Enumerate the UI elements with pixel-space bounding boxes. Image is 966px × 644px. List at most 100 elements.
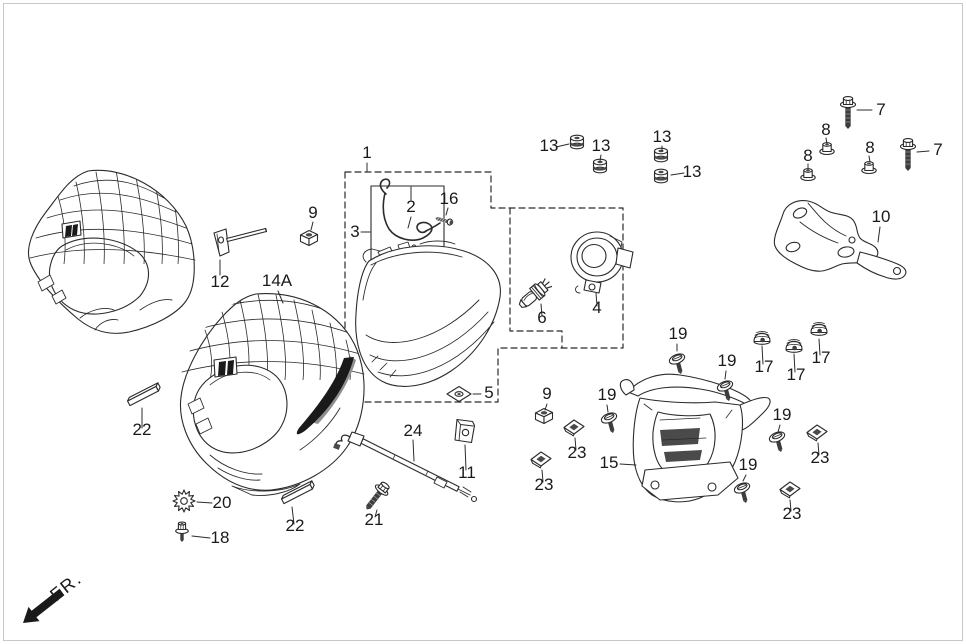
part-callout-19: 19 xyxy=(669,324,688,343)
headlight-unit xyxy=(355,240,501,387)
part-callout-11: 11 xyxy=(458,463,476,482)
headlight-cowl-left xyxy=(28,169,196,334)
part-19-screw xyxy=(599,410,619,435)
part-13-grommet xyxy=(653,147,669,163)
part-23-clipnut xyxy=(530,451,552,469)
leader-line xyxy=(742,474,747,482)
leader-line xyxy=(310,221,314,231)
part-callout-23: 23 xyxy=(535,475,554,494)
part-18-bolt xyxy=(175,521,189,543)
leader-line xyxy=(374,509,378,518)
part-19-screw xyxy=(667,351,687,376)
part-24-adjuster-rod xyxy=(333,431,478,503)
part-9-clip xyxy=(299,229,319,247)
part-23-clipnut xyxy=(806,424,828,442)
part-7-bolt xyxy=(899,138,917,172)
frame-border xyxy=(3,3,963,641)
part-6-bulb xyxy=(518,278,553,308)
part-19-screw xyxy=(767,429,787,454)
part-callout-19: 19 xyxy=(598,385,617,404)
part-callout-13: 13 xyxy=(592,136,611,155)
part-12-bracket xyxy=(213,227,268,257)
part-callout-17: 17 xyxy=(812,348,831,367)
part-callout-23: 23 xyxy=(568,443,587,462)
part-callout-9: 9 xyxy=(542,384,551,403)
leader-line xyxy=(191,535,211,539)
leader-line xyxy=(777,424,781,433)
part-callout-13: 13 xyxy=(540,136,559,155)
part-callout-17: 17 xyxy=(787,365,806,384)
part-callout-18: 18 xyxy=(211,528,230,547)
leader-line xyxy=(540,303,543,317)
leader-line xyxy=(541,469,544,483)
part-callout-15: 15 xyxy=(600,453,619,472)
part-callout-1: 1 xyxy=(362,143,371,162)
part-callout-19: 19 xyxy=(773,405,792,424)
leader-line xyxy=(789,499,792,512)
part-19-screw xyxy=(732,480,752,505)
part-10-bracket xyxy=(773,200,907,280)
leader-line xyxy=(818,338,821,356)
part-callout-10: 10 xyxy=(872,207,891,226)
part-8-nut xyxy=(861,161,877,175)
part-callout-12: 12 xyxy=(211,272,230,291)
part-21-bolt xyxy=(360,478,393,515)
leader-line xyxy=(724,370,727,380)
part-callout-9: 9 xyxy=(308,203,317,222)
part-callout-23: 23 xyxy=(783,504,802,523)
part-callout-19: 19 xyxy=(739,455,758,474)
leader-line xyxy=(445,207,449,216)
leader-line xyxy=(595,292,598,307)
part-17-cap xyxy=(753,331,771,345)
leader-line xyxy=(574,437,577,451)
leader-line xyxy=(412,439,415,462)
headlight-cowl-14A xyxy=(179,293,365,496)
leader-line xyxy=(817,442,820,456)
part-callout-13: 13 xyxy=(653,127,672,146)
fr-direction-indicator: FR. xyxy=(23,568,86,623)
part-callout-7: 7 xyxy=(876,100,885,119)
part-callout-4: 4 xyxy=(592,298,601,317)
leader-line xyxy=(877,226,881,243)
leader-line xyxy=(868,155,871,163)
part1-group-outline xyxy=(344,171,624,403)
leader-line xyxy=(555,143,570,148)
part-callout-22: 22 xyxy=(133,420,152,439)
part-callout-7: 7 xyxy=(933,140,942,159)
part-11-clip xyxy=(454,418,476,444)
leader-line xyxy=(793,353,796,373)
part-22-strip xyxy=(125,382,162,407)
wiring-harness xyxy=(379,178,441,241)
part-20-washer xyxy=(172,489,196,513)
leader-line xyxy=(277,290,284,304)
leader-line xyxy=(619,463,637,466)
part-13-grommet xyxy=(653,168,669,184)
part-4-mount-ring xyxy=(570,231,634,294)
leader-line xyxy=(761,345,764,365)
part-callout-24: 24 xyxy=(404,421,423,440)
part-callout-17: 17 xyxy=(755,357,774,376)
leader-line xyxy=(544,403,548,411)
part-callout-23: 23 xyxy=(811,448,830,467)
part-callout-6: 6 xyxy=(537,308,546,327)
part-callout-20: 20 xyxy=(213,493,232,512)
part-callout-8: 8 xyxy=(865,138,874,157)
part-23-clipnut xyxy=(779,481,801,499)
part-7-bolt xyxy=(839,96,857,130)
part-17-cap xyxy=(785,339,803,353)
part-callout-19: 19 xyxy=(718,351,737,370)
leader-line xyxy=(196,501,213,504)
leader-line xyxy=(291,506,295,525)
diagram-artwork: FR. 1321691214A1313131377888106452222201… xyxy=(23,96,943,623)
part-callout-8: 8 xyxy=(803,146,812,165)
part-callout-13: 13 xyxy=(683,162,702,181)
fr-arrow-icon xyxy=(23,588,65,623)
leader-line xyxy=(825,137,828,145)
leader-line xyxy=(916,150,930,153)
leader-line xyxy=(464,444,467,471)
leader-line xyxy=(599,154,602,162)
leader-line xyxy=(407,216,412,229)
